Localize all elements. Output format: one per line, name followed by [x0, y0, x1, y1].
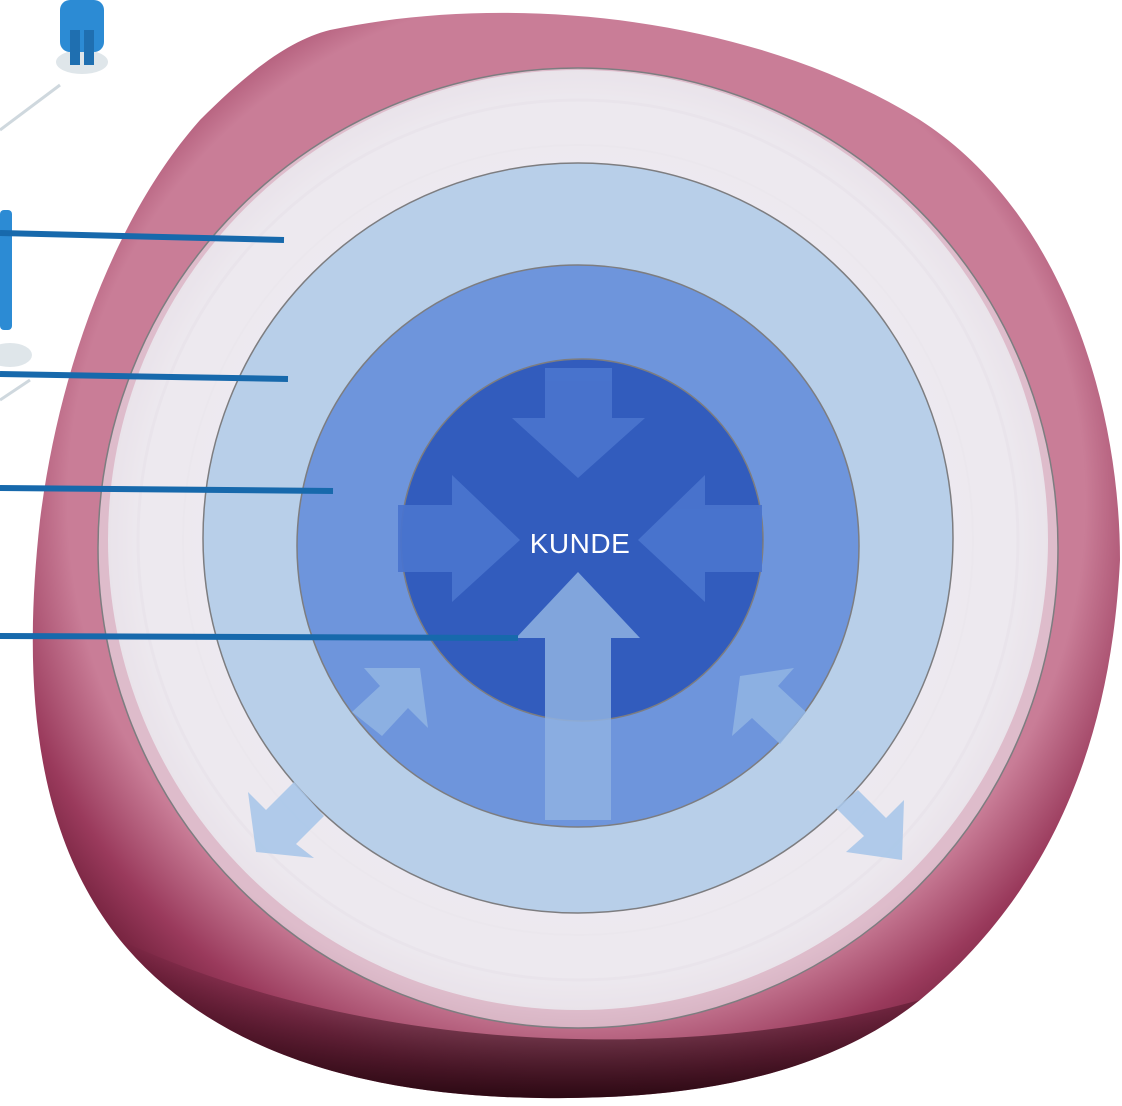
connector-line [0, 85, 60, 130]
person-figure-icon [56, 0, 108, 74]
leader-line-third [0, 488, 333, 491]
leader-line-core [0, 636, 518, 638]
core-label: KUNDE [480, 524, 680, 564]
connector-line [0, 380, 30, 400]
